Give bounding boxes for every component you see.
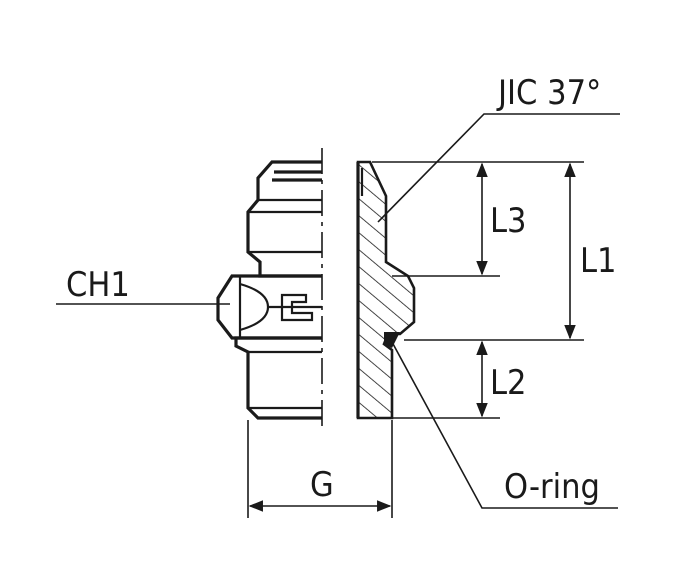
- fitting-section-view: [356, 160, 416, 420]
- leader-jic: [377, 113, 620, 223]
- label-ch1: CH1: [66, 265, 130, 305]
- label-oring: O-ring: [504, 467, 600, 507]
- maker-logo: [280, 293, 314, 322]
- label-jic: JIC 37°: [496, 73, 601, 113]
- label-l3: L3: [490, 201, 527, 241]
- extension-lines: [247, 161, 584, 518]
- label-l2: L2: [490, 363, 527, 403]
- label-l1: L1: [580, 241, 617, 281]
- label-g: G: [310, 465, 334, 505]
- fitting-exterior-view: [216, 160, 322, 420]
- o-ring-seal: [384, 332, 400, 348]
- leader-oring: [391, 341, 618, 509]
